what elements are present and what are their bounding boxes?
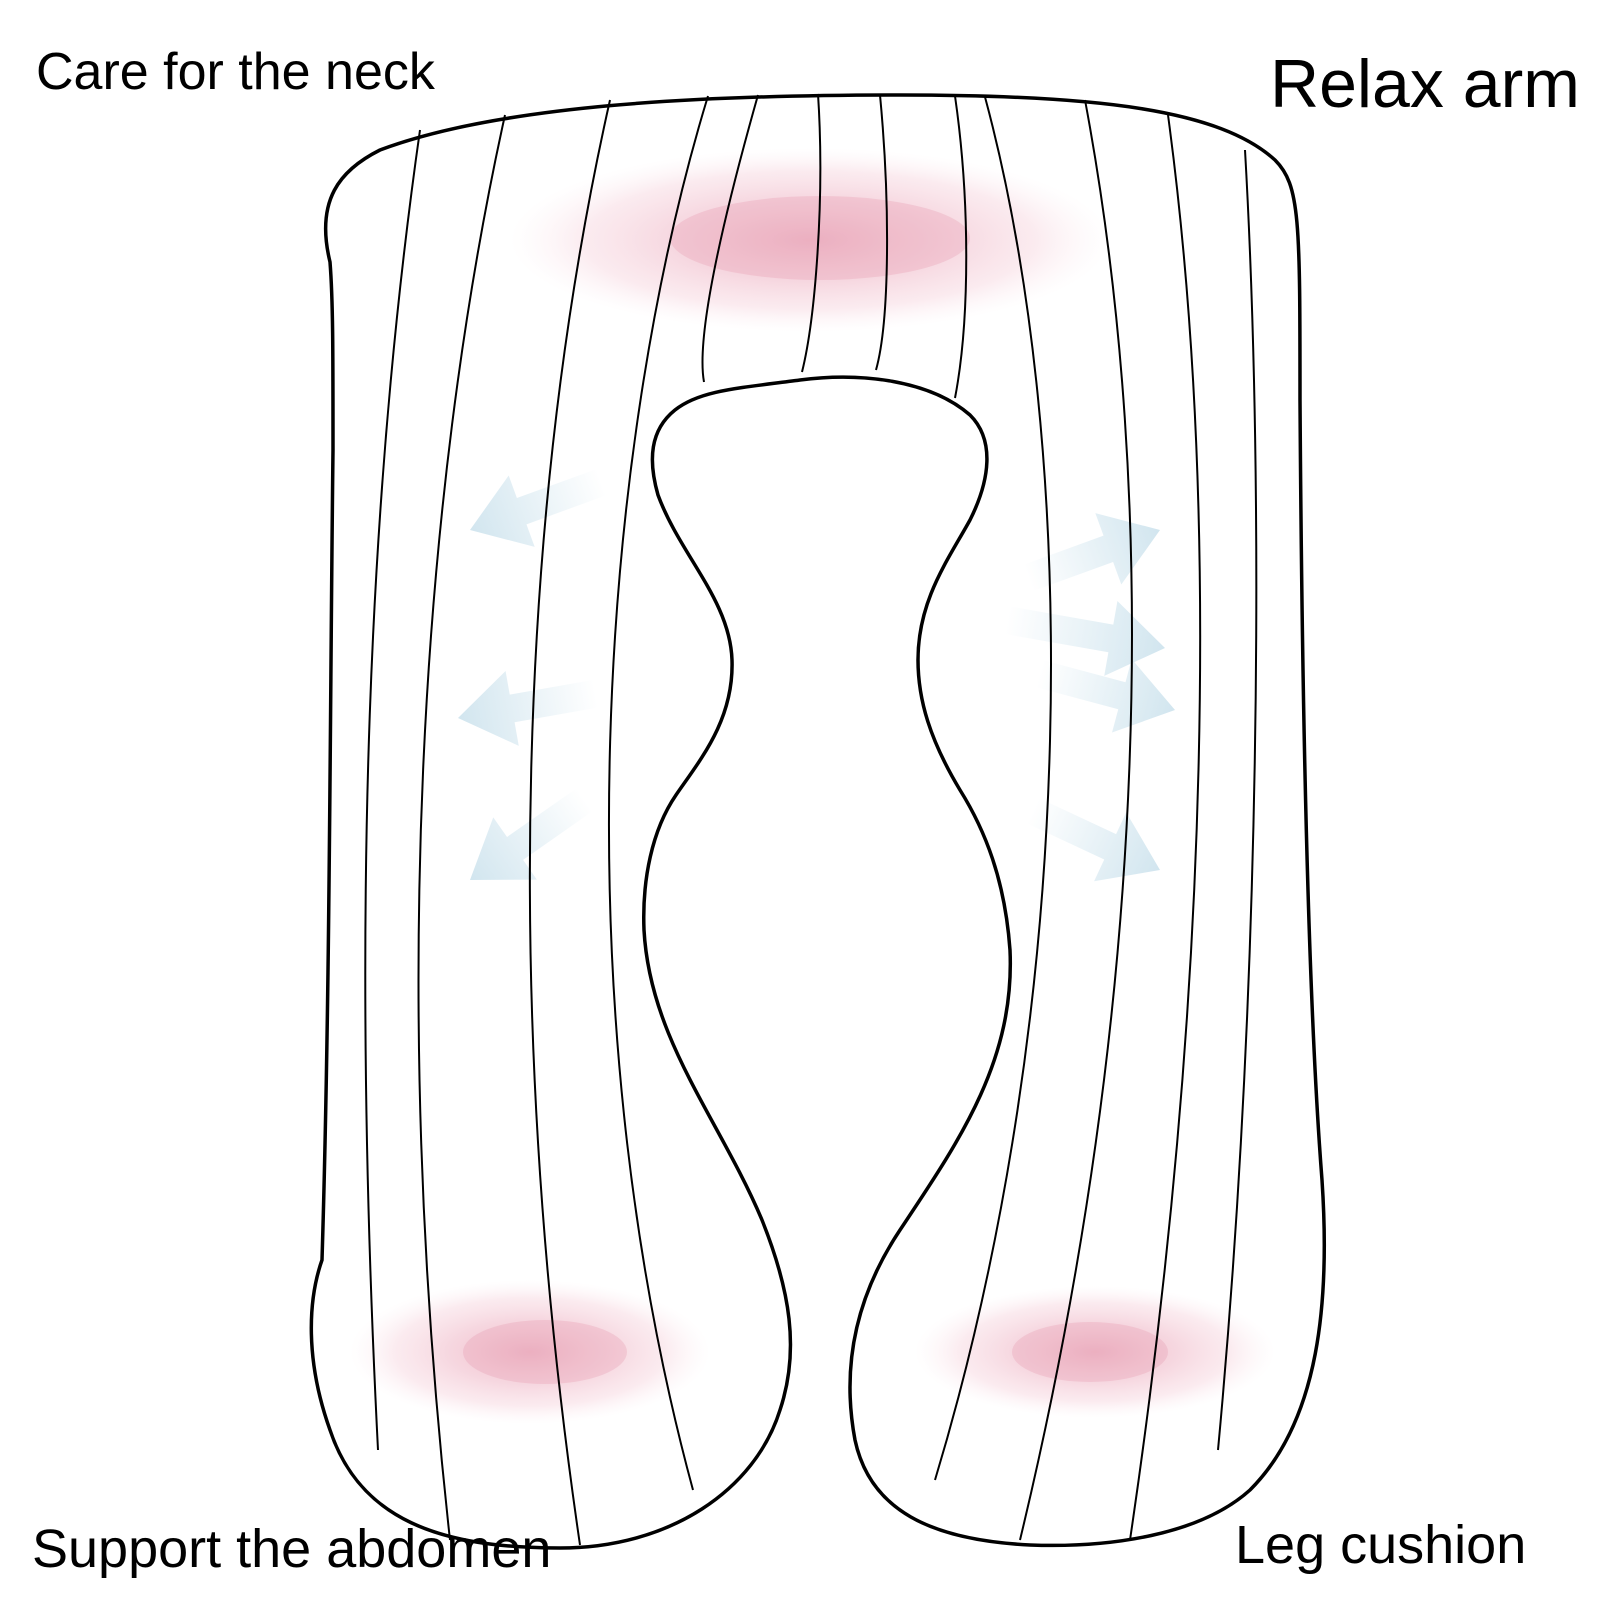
relax-arm-label: Relax arm [1270, 46, 1580, 122]
neck-heat-spot [510, 148, 1110, 332]
pillow-stripes [364, 93, 1258, 1546]
airflow-arrow-icon [1004, 601, 1165, 676]
leg-heat-spot [915, 1286, 1275, 1418]
abdomen-heat-spot [350, 1280, 710, 1424]
leg-cushion-label: Leg cushion [1235, 1515, 1527, 1575]
airflow-arrow-icon [1036, 659, 1175, 733]
airflow-arrow-icon [458, 671, 599, 746]
airflow-arrows-left [458, 468, 607, 880]
care-for-the-neck-label: Care for the neck [36, 43, 435, 101]
airflow-arrow-icon [1027, 798, 1160, 882]
airflow-arrow-icon [470, 468, 607, 547]
airflow-arrows-right [1004, 513, 1175, 882]
support-the-abdomen-label: Support the abdomen [32, 1519, 552, 1579]
airflow-arrow-icon [470, 788, 593, 880]
airflow-arrow-icon [1023, 513, 1160, 592]
pillow-outline [309, 93, 1327, 1550]
